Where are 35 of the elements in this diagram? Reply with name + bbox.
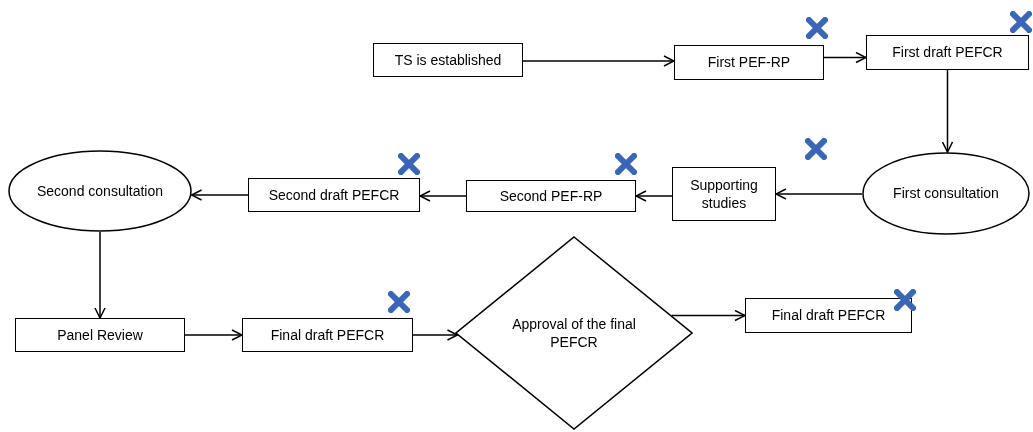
node-label: Final draft PEFCR bbox=[771, 306, 886, 325]
node-label: Approval of the final PEFCR bbox=[511, 314, 637, 352]
arrow bbox=[412, 329, 459, 341]
node-label: TS is established bbox=[394, 50, 502, 70]
arrow bbox=[941, 69, 954, 153]
process-box bbox=[466, 180, 636, 212]
arrow bbox=[522, 55, 675, 67]
process-box bbox=[674, 45, 824, 80]
process-box bbox=[866, 35, 1029, 70]
ellipse-node bbox=[8, 150, 192, 232]
node-label: First draft PEFCR bbox=[892, 43, 1003, 62]
arrow bbox=[184, 329, 243, 341]
arrow bbox=[670, 309, 746, 322]
node-label: Second consultation bbox=[36, 181, 164, 201]
decision-diamond bbox=[455, 236, 693, 430]
node-label: Final draft PEFCR bbox=[270, 325, 385, 345]
node-label: Panel Review bbox=[57, 325, 143, 345]
node-label: Second draft PEFCR bbox=[268, 185, 400, 205]
arrow bbox=[419, 190, 467, 202]
node-label: First PEF-RP bbox=[707, 53, 791, 72]
process-box bbox=[248, 178, 420, 212]
arrow bbox=[823, 51, 867, 64]
process-box bbox=[373, 43, 523, 77]
node-label: Second PEF-RP bbox=[499, 186, 603, 206]
node-label: Supporting studies bbox=[689, 175, 759, 213]
arrow bbox=[190, 189, 249, 201]
node-label: First consultation bbox=[893, 184, 999, 203]
process-box bbox=[672, 167, 776, 221]
process-box bbox=[15, 318, 185, 352]
process-box bbox=[242, 318, 413, 352]
process-box bbox=[745, 298, 912, 333]
ellipse-node bbox=[862, 152, 1030, 235]
arrow bbox=[94, 231, 106, 319]
arrow bbox=[775, 188, 863, 200]
arrow bbox=[635, 190, 673, 202]
